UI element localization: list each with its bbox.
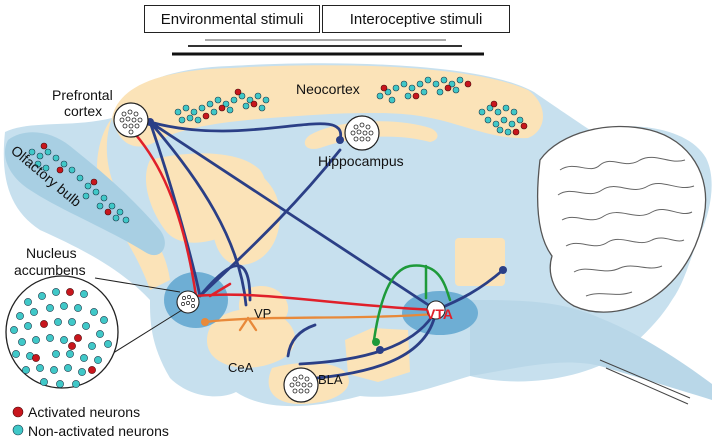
- bla-label: BLA: [318, 372, 343, 387]
- brainstem: [470, 300, 712, 400]
- hippocampus-label: Hippocampus: [318, 153, 404, 169]
- zoom-callout: [5, 275, 183, 389]
- stimulus-bars: [172, 39, 484, 56]
- cea-label: CeA: [228, 360, 254, 375]
- vta-neuron-cluster: [426, 300, 446, 320]
- hippocampus-neuron-cluster: [344, 115, 380, 151]
- pathways: [128, 118, 507, 382]
- interoceptive-stimuli-box: Interoceptive stimuli: [322, 5, 510, 33]
- vp-label: VP: [254, 306, 271, 321]
- neocortex-neurons: [174, 76, 528, 136]
- legend-non-activated-swatch: [12, 424, 24, 436]
- legend-activated-swatch: [12, 406, 24, 418]
- pathway-red: [128, 126, 438, 312]
- environmental-stimuli-label: Environmental stimuli: [160, 10, 304, 28]
- nucleus-accumbens-label-line2: accumbens: [14, 262, 86, 278]
- prefrontal-neuron-cluster: [113, 102, 149, 138]
- pathway-green: [372, 264, 452, 342]
- environmental-stimuli-box: Environmental stimuli: [144, 5, 320, 33]
- prefrontal-label-line1: Prefrontal: [52, 87, 113, 103]
- olfactory-neurons: [28, 142, 130, 224]
- pathway-orange: [203, 312, 438, 332]
- nucleus-accumbens-label-line1: Nucleus: [26, 245, 77, 261]
- legend-non-activated-label: Non-activated neurons: [28, 423, 169, 439]
- vta-label: VTA: [426, 306, 453, 322]
- legend-activated-label: Activated neurons: [28, 404, 140, 420]
- interoceptive-stimuli-label: Interoceptive stimuli: [349, 10, 483, 28]
- prefrontal-label-line2: cortex: [64, 103, 102, 119]
- pathway-blue: [148, 120, 505, 382]
- bla-neuron-cluster: [283, 367, 319, 403]
- accumbens-neuron-cluster: [176, 290, 200, 314]
- cerebellum: [536, 125, 707, 313]
- legend: Activated neurons Non-activated neurons: [12, 404, 169, 439]
- neocortex-label: Neocortex: [296, 81, 360, 97]
